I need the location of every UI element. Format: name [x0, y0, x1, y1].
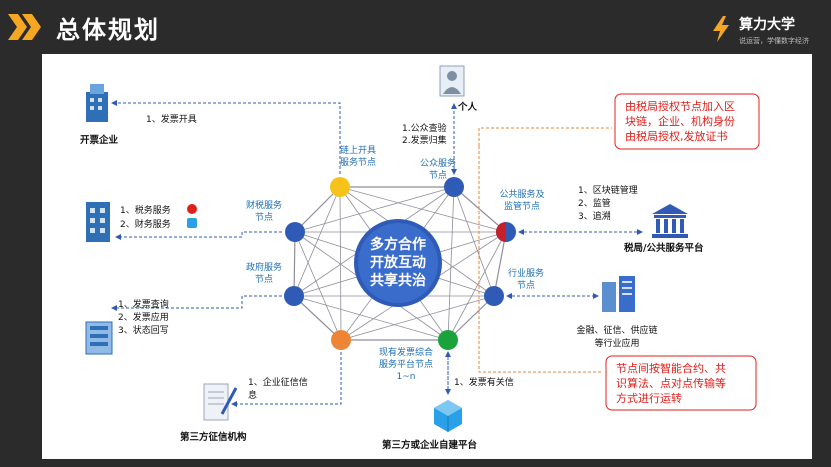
finance-app-line-1: 金融、征信、供应链 [576, 324, 657, 336]
credit-item-line-2: 息 [248, 389, 257, 401]
person-item-2: 2.发票归集 [402, 134, 447, 146]
server-building-icon [85, 321, 113, 355]
node-gov-label-2: 节点 [255, 274, 273, 285]
business-item-2: 2、发票应用 [118, 311, 169, 323]
brand-name: 算力大学 [739, 17, 795, 33]
server-rack-icon [602, 276, 635, 312]
institution-icon [652, 204, 688, 238]
header: 总体规划 算力大学 说运营，学懂数字经济 [0, 0, 831, 54]
node-industry-label-2: 节点 [517, 280, 535, 291]
node-supervise-label-2: 监管节点 [504, 200, 540, 212]
enterprise-item-2: 2、财务服务 [120, 218, 171, 230]
finance-app-line-2: 等行业应用 [594, 337, 639, 349]
issuer-name: 开票企业 [80, 134, 119, 146]
tax-item-3: 3、追溯 [578, 210, 611, 222]
page-title: 总体规划 [56, 16, 160, 44]
center-line-3: 共享共治 [370, 272, 426, 289]
center-hub: 多方合作 开放互动 共享共治 [354, 219, 442, 307]
business-item-1: 1、发票查询 [118, 298, 169, 310]
tax-badge-icon [187, 204, 197, 214]
node-industry-service[interactable] [484, 286, 504, 306]
node-green[interactable] [438, 330, 458, 350]
node-supervision[interactable] [496, 222, 516, 242]
cube-icon [434, 400, 462, 432]
brand-logo: 算力大学 说运营，学懂数字经济 [711, 14, 823, 50]
document-icon [203, 383, 238, 421]
node-chain-service[interactable] [330, 177, 350, 197]
node-existing-label-2: 服务平台节点 [379, 358, 433, 370]
node-industry-label-1: 行业服务 [508, 267, 544, 279]
callout-leaders [478, 127, 612, 373]
platform-item-1: 1、发票有关信 [454, 376, 514, 388]
finance-badge-icon [187, 218, 197, 228]
person-item-1: 1.公众查验 [402, 122, 447, 134]
node-chain-label-1: 链上开具 [340, 144, 376, 156]
node-existing-label-1: 现有发票综合 [379, 346, 433, 358]
center-line-2: 开放互动 [370, 254, 426, 271]
node-finance-label-1: 财税服务 [246, 199, 282, 211]
enterprise-item-1: 1、税务服务 [120, 204, 171, 216]
platform-name: 第三方或企业自建平台 [382, 439, 478, 451]
credit-item-line-1: 1、企业征信信 [248, 376, 308, 388]
tax-name: 税局/公共服务平台 [624, 242, 704, 254]
center-line-1: 多方合作 [370, 236, 426, 253]
person-name: 个人 [457, 101, 478, 113]
node-finance-service[interactable] [285, 222, 305, 242]
person-icon [439, 65, 465, 97]
node-existing-label-3: 1~n [397, 372, 416, 382]
diagram-panel: 多方合作 开放互动 共享共治 链上开具 服务节点 公众服务 节点 财税服务 节点 [42, 54, 812, 459]
brand-slogan: 说运营，学懂数字经济 [739, 38, 809, 45]
connectors [111, 100, 643, 407]
office-building-icon [86, 202, 110, 242]
node-public-label-1: 公众服务 [420, 157, 456, 169]
node-supervise-label-1: 公共服务及 [499, 188, 544, 200]
tax-item-1: 1、区块链管理 [578, 184, 638, 196]
node-existing-platform[interactable] [331, 330, 351, 350]
node-public-label-2: 节点 [429, 170, 447, 181]
node-gov-label-1: 政府服务 [246, 261, 282, 273]
issuer-item-1: 1、发票开具 [146, 113, 197, 125]
node-finance-label-2: 节点 [255, 212, 273, 223]
node-chain-label-2: 服务节点 [340, 156, 376, 168]
callout-top: 由税局授权节点加入区 块链，企业、机构身份 由税局授权,发放证书 [614, 93, 760, 150]
callout-bottom-line-1: 节点间按智能合约、共 [616, 361, 726, 375]
node-public-service[interactable] [444, 177, 464, 197]
building-icon [86, 84, 108, 122]
tax-item-2: 2、监管 [578, 197, 611, 209]
node-gov-service[interactable] [284, 286, 304, 306]
lightning-icon [713, 16, 729, 42]
business-item-3: 3、状态回写 [118, 324, 169, 336]
callout-bottom-line-3: 方式进行运转 [616, 391, 682, 405]
chevron-icon [8, 14, 41, 40]
callout-bottom-line-2: 识算法、点对点传输等 [616, 376, 726, 390]
callout-top-line-2: 块链，企业、机构身份 [625, 114, 735, 128]
callout-bottom: 节点间按智能合约、共 识算法、点对点传输等 方式进行运转 [605, 355, 757, 411]
callout-top-line-1: 由税局授权节点加入区 [625, 99, 735, 113]
credit-name: 第三方征信机构 [180, 431, 247, 443]
callout-top-line-3: 由税局授权,发放证书 [625, 129, 728, 143]
